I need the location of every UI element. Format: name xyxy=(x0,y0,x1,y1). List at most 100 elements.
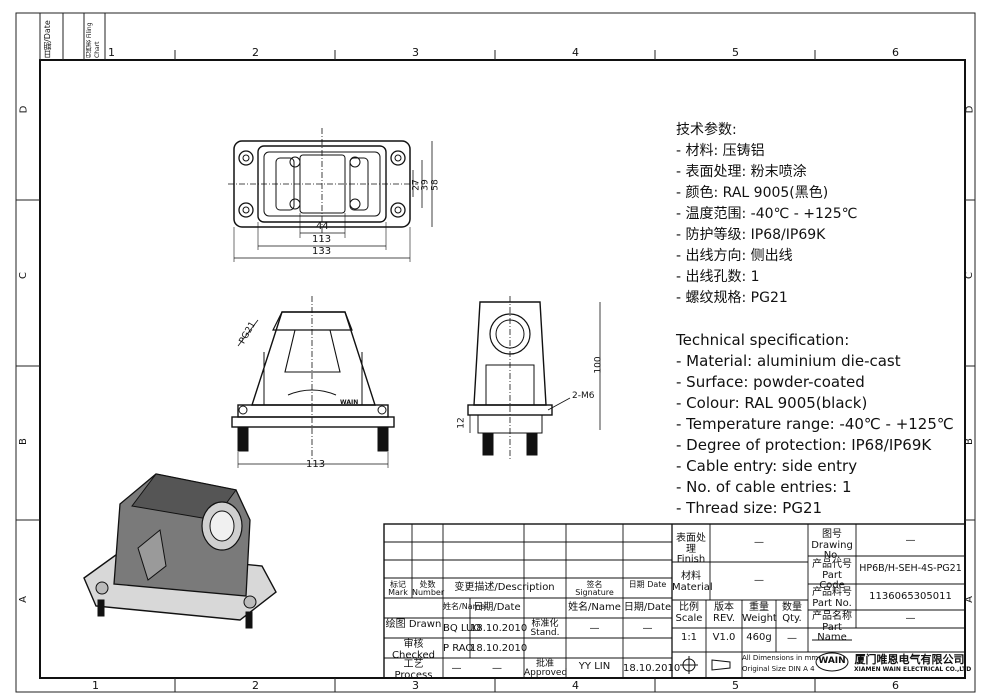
dim-top-113: 113 xyxy=(312,234,332,245)
col-label-3-bottom: 3 xyxy=(412,679,419,692)
tb-drawing-no-label: 图号 Drawing No. xyxy=(811,529,853,561)
tb-weight-label: 重量 Weight xyxy=(742,602,777,624)
tb-process: 工艺 Process xyxy=(394,659,433,681)
spec-en-item: - Thread size: PG21 xyxy=(676,499,823,517)
tb-approved-name: YY LIN xyxy=(578,661,611,672)
dim-side-100: 100 xyxy=(593,356,604,374)
grid-ticks xyxy=(16,50,975,692)
tb-finish-value: — xyxy=(754,537,764,548)
tb-date: 日期 Date xyxy=(628,580,667,589)
spec-cn-item: - 表面处理: 粉末喷涂 xyxy=(676,164,807,180)
spec-en-item: - Cable entry: side entry xyxy=(676,457,858,475)
tb-stand-name: — xyxy=(589,623,600,634)
tb-date2: 日期/Date xyxy=(473,602,521,613)
title-block-grid xyxy=(383,523,966,679)
tb-dims-note2: Original Size DIN A 4 xyxy=(742,665,815,673)
row-label-a-right: A xyxy=(963,596,975,603)
col-label-2-top: 2 xyxy=(252,46,259,59)
wain-logo: WAIN xyxy=(818,656,846,666)
tb-part-no-label: 产品料号 Part No. xyxy=(812,587,852,609)
tb-rev-label: 版本 REV. xyxy=(713,602,735,624)
tb-finish-label: 表面处理 Finish xyxy=(676,533,706,565)
spec-cn: 技术参数: - 材料: 压铸铝 - 表面处理: 粉末喷涂 - 颜色: RAL 9… xyxy=(676,120,857,309)
tb-company-cn: 厦门唯恩电气有限公司 xyxy=(854,653,965,666)
tb-weight-value: 460g xyxy=(746,632,772,643)
tb-scale-label: 比例 Scale xyxy=(675,602,703,624)
col-label-1-top: 1 xyxy=(108,46,115,59)
spec-cn-item: - 出线孔数: 1 xyxy=(676,269,760,285)
isometric-view xyxy=(83,473,277,629)
spec-en-item: - Colour: RAL 9005(black) xyxy=(676,394,868,412)
col-label-4-bottom: 4 xyxy=(572,679,579,692)
spec-cn-item: - 温度范围: -40℃ - +125℃ xyxy=(676,206,858,222)
tb-name2: 姓名/Name xyxy=(568,602,621,613)
tb-stand-date: — xyxy=(642,623,653,634)
dim-right-39: 39 xyxy=(420,179,431,191)
front-logo: WAIN xyxy=(340,399,359,406)
tb-material-value: — xyxy=(754,575,764,586)
tb-approved: 批准 Approved xyxy=(524,659,568,679)
tb-drawn-date: 18.10.2010 xyxy=(470,623,528,634)
tb-qty-label: 数量 Qty. xyxy=(782,602,802,624)
front-view xyxy=(231,296,395,468)
tb-part-name-label: 产品名称 Part Name xyxy=(812,611,852,643)
row-label-d-right: D xyxy=(964,105,976,114)
col-label-5-bottom: 5 xyxy=(732,679,739,692)
tb-date3: 日期/Date xyxy=(623,602,672,613)
tb-company-en: XIAMEN WAIN ELECTRICAL CO.,LTD xyxy=(854,666,972,673)
date-label: 日期/Date xyxy=(43,20,52,58)
dim-top-133: 133 xyxy=(312,246,332,257)
tb-checked: 审核 Checked xyxy=(392,639,435,661)
spec-en-item: - No. of cable entries: 1 xyxy=(676,478,852,496)
tb-dims-note1: All Dimensions in mm xyxy=(742,654,819,662)
tb-approved-date: 18.10.2010 xyxy=(623,663,681,674)
tb-process-date: — xyxy=(492,663,502,674)
side-view xyxy=(467,296,601,460)
sidebar-strip xyxy=(39,13,106,60)
tb-checked-date: 18.10.2010 xyxy=(470,643,528,654)
row-label-c-left: C xyxy=(17,272,29,279)
tb-stand: 标准化 Stand. xyxy=(530,619,560,639)
spec-cn-item: - 防护等级: IP68/IP69K xyxy=(676,227,826,243)
tb-drawing-no-value: — xyxy=(905,535,916,546)
dim-front-113: 113 xyxy=(306,459,326,470)
spec-en-title: Technical specification: xyxy=(676,331,850,349)
tb-mark: 标记 Mark xyxy=(388,580,408,598)
spec-en-item: - Material: aluminium die-cast xyxy=(676,352,901,370)
row-label-c-right: C xyxy=(963,272,975,279)
col-label-6-bottom: 6 xyxy=(892,679,899,692)
spec-en-item: - Surface: powder-coated xyxy=(676,373,865,391)
row-label-b-left: B xyxy=(17,438,29,445)
dim-top-44: 44 xyxy=(316,221,329,232)
row-label-d-left: D xyxy=(18,105,30,114)
top-view xyxy=(228,128,433,262)
col-label-2-bottom: 2 xyxy=(252,679,259,692)
spec-cn-item: - 出线方向: 侧出线 xyxy=(676,248,793,264)
tb-drawn-name: BQ LUO xyxy=(443,623,482,634)
tb-part-name-value: — xyxy=(905,613,916,624)
tb-part-code-label: 产品代号 Part Code xyxy=(812,559,852,591)
title-symbols xyxy=(680,652,849,674)
tb-scale-value: 1:1 xyxy=(680,632,698,643)
spec-en-item: - Degree of protection: IP68/IP69K xyxy=(676,436,932,454)
row-label-a-left: A xyxy=(17,596,29,603)
spec-en-item: - Temperature range: -40℃ - +125℃ xyxy=(676,415,954,433)
dim-side-12: 12 xyxy=(456,417,467,429)
col-label-3-top: 3 xyxy=(412,46,419,59)
row-label-b-right: B xyxy=(963,438,975,445)
col-label-4-top: 4 xyxy=(572,46,579,59)
dim-side-m6: 2-M6 xyxy=(572,391,595,401)
spec-cn-title: 技术参数: xyxy=(676,122,737,138)
spec-cn-item: - 材料: 压铸铝 xyxy=(676,143,765,159)
spec-en: Technical specification: - Material: alu… xyxy=(676,330,954,519)
spec-cn-item: - 颜色: RAL 9005(黑色) xyxy=(676,185,829,201)
tb-rev-value: V1.0 xyxy=(712,632,736,643)
tb-material-label: 材料 Material xyxy=(672,571,713,593)
tb-checked-name: P RAO xyxy=(443,643,474,654)
tb-description: 变更描述/Description xyxy=(454,582,555,593)
filing-label: 归档表 Filing Chart xyxy=(86,22,101,58)
col-label-1-bottom: 1 xyxy=(92,679,99,692)
tb-drawn: 绘图 Drawn xyxy=(385,619,442,630)
col-label-6-top: 6 xyxy=(892,46,899,59)
